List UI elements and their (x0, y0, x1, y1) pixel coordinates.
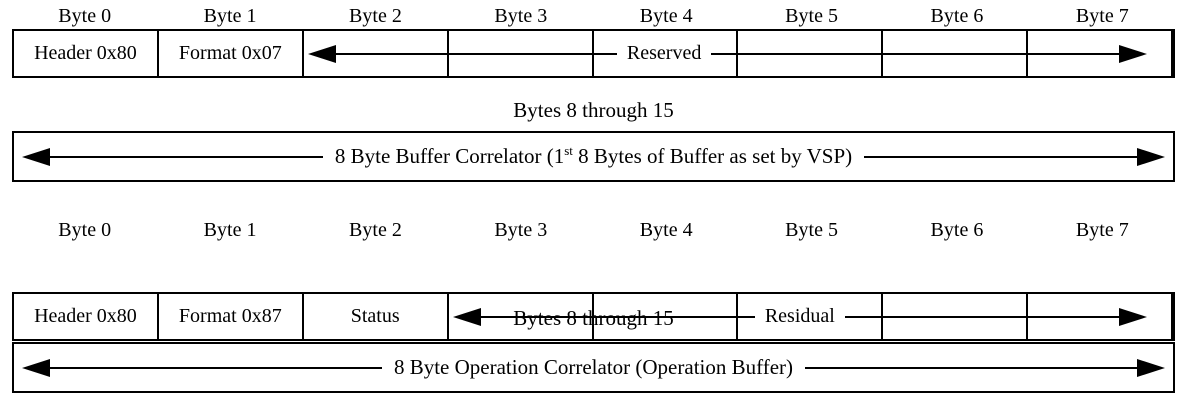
correlator-text-before: 8 Byte Buffer Correlator (1 (334, 144, 565, 168)
arrow-shaft (805, 366, 1137, 369)
field-cell-empty (1028, 294, 1173, 339)
section-title-bytes-8-15: Bytes 8 through 15 (513, 306, 674, 330)
buffer-correlator-box: 8 Byte Buffer Correlator (1st 8 Bytes of… (12, 131, 1175, 182)
arrowhead-left-icon (452, 307, 481, 326)
arrow-shaft (844, 315, 1119, 318)
byte-label: Byte 0 (58, 5, 112, 27)
byte-label: Byte 7 (1075, 219, 1129, 241)
byte-label: Byte 5 (785, 219, 838, 241)
byte-label: Byte 2 (349, 219, 402, 241)
correlator-text-after: 8 Bytes of Buffer as set by VSP) (572, 144, 853, 168)
arrow-shaft (711, 52, 1119, 55)
field-cell-header: Header 0x80 (14, 31, 159, 76)
byte-label: Byte 1 (203, 5, 257, 27)
arrowhead-left-icon (22, 358, 50, 377)
field-cell-format: Format 0x87 (159, 294, 304, 339)
message1-field-table: Header 0x80 Format 0x07 Reserved (12, 29, 1175, 78)
arrowhead-right-icon (1137, 147, 1165, 166)
byte-label: Byte 6 (930, 5, 984, 27)
message2-field-table: Header 0x80 Format 0x87 Status Residual (12, 292, 1175, 341)
section-title-bytes-8-15: Bytes 8 through 15 (513, 98, 674, 122)
field-cell-format: Format 0x07 (159, 31, 304, 76)
byte-label: Byte 3 (494, 219, 548, 241)
byte-label: Byte 7 (1075, 5, 1129, 27)
reserved-field-label: Reserved (626, 42, 702, 64)
byte-header-row-1: Byte 0 Byte 1 Byte 2 Byte 3 Byte 4 Byte … (12, 4, 1175, 28)
arrow-shaft (50, 366, 382, 369)
arrow-shaft (864, 155, 1137, 158)
operation-correlator-box: 8 Byte Operation Correlator (Operation B… (12, 342, 1175, 393)
byte-label: Byte 3 (494, 5, 548, 27)
field-cell-empty (1028, 31, 1173, 76)
arrowhead-right-icon (1119, 44, 1147, 63)
arrowhead-left-icon (22, 147, 50, 166)
arrowhead-left-icon (307, 44, 336, 63)
ordinal-superscript: st (564, 143, 573, 158)
arrow-shaft (335, 52, 617, 55)
byte-label: Byte 4 (639, 219, 693, 241)
byte-header-row-2: Byte 0 Byte 1 Byte 2 Byte 3 Byte 4 Byte … (12, 218, 1175, 242)
byte-label: Byte 2 (349, 5, 402, 27)
byte-label: Byte 5 (785, 5, 838, 27)
arrow-shaft (480, 315, 755, 318)
residual-field-label: Residual (764, 305, 835, 327)
arrowhead-right-icon (1119, 307, 1147, 326)
arrow-shaft (50, 155, 323, 158)
byte-label: Byte 4 (639, 5, 693, 27)
operation-correlator-label: 8 Byte Operation Correlator (Operation B… (393, 355, 794, 379)
byte-label: Byte 6 (930, 219, 984, 241)
reserved-span-arrow: Reserved (307, 31, 1147, 76)
arrowhead-right-icon (1137, 358, 1165, 377)
residual-span-arrow: Residual (452, 294, 1147, 339)
byte-label: Byte 0 (58, 219, 112, 241)
field-cell-header: Header 0x80 (14, 294, 159, 339)
buffer-correlator-label: 8 Byte Buffer Correlator (1st 8 Bytes of… (323, 144, 864, 169)
byte-label: Byte 1 (203, 219, 257, 241)
field-cell-status: Status (304, 294, 449, 339)
